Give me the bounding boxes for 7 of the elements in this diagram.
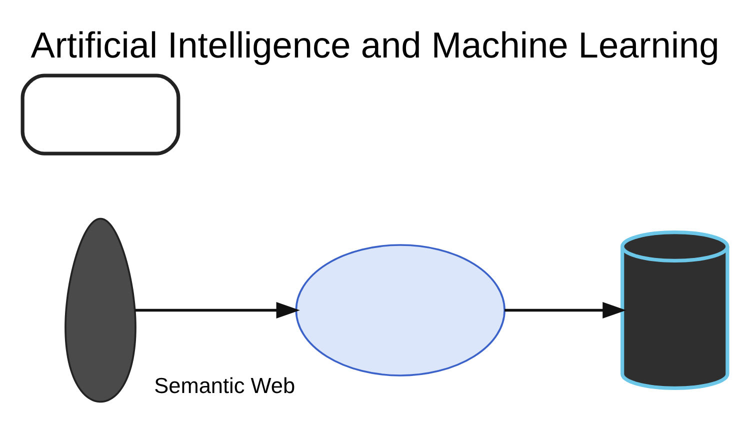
node-cloud xyxy=(295,244,506,376)
diagram-title: Artificial Intelligence and Machine Learning xyxy=(30,24,720,66)
node-box xyxy=(20,74,180,156)
node-label: Semantic Web xyxy=(154,372,296,398)
node-person xyxy=(64,218,136,403)
arrow xyxy=(135,302,300,318)
arrow xyxy=(504,302,626,318)
